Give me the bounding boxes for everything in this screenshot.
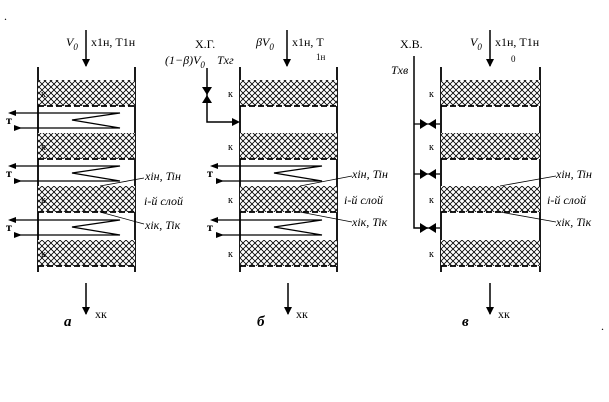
catalyst-bed: к [38,186,135,213]
catalyst-bed: к [228,133,337,160]
cold-gas-label: Х.Г. [195,37,215,51]
catalyst-bed: к [38,133,135,160]
catalyst-bed: к [38,240,135,267]
svg-text:к: к [429,142,434,153]
valve-icon [414,169,440,179]
outlet-label: xк [296,307,308,321]
layer-outlet-label: xiк, Tiк [555,215,592,229]
svg-text:к: к [41,89,46,100]
corner-dot-left: . [4,9,7,23]
panel-letter: б [257,314,265,330]
corner-dot-right: . [601,319,604,333]
valve-icon [414,119,440,129]
catalyst-bed: к [429,133,540,160]
valve-icon [202,87,212,103]
inlet-composition-label: x1н, T1н [495,35,540,49]
leader-line [299,211,353,223]
panel-b: Х.Г. (1−β)V0 Tхг βV0 x1н, T 1н к к [165,30,388,330]
bypass-temperature-label: Tхг [217,53,234,67]
heat-exchanger: т [6,217,121,238]
layer-inlet-label: xiн, Tiн [144,169,181,183]
svg-text:к: к [429,249,434,260]
outlet-label: xк [498,307,510,321]
svg-text:т: т [6,113,12,127]
inlet-composition-label: x1н, T [292,35,324,49]
bypass-arrow [232,118,240,126]
svg-text:т: т [6,220,12,234]
svg-text:к: к [41,142,46,153]
layer-outlet-label: xiк, Tiк [351,215,388,229]
svg-text:к: к [41,195,46,206]
catalyst-bed: к [228,80,337,107]
catalyst-bed: к [429,240,540,267]
bypass-flow-label: (1−β)V0 [165,53,205,70]
leader-line [99,211,145,225]
svg-text:к: к [429,195,434,206]
inlet-flow-label: βV0 [255,35,274,52]
cold-water-pipe [413,56,428,229]
svg-text:к: к [429,89,434,100]
inlet-temperature-subscript: 1н [316,52,326,62]
layer-outlet-label: xiк, Tiк [144,218,181,232]
valve-icon [420,223,440,233]
leader-line [499,211,557,223]
layer-name-label: i-й слой [547,193,586,207]
catalyst-bed: к [429,80,540,107]
svg-text:т: т [207,220,213,234]
panel-letter: в [462,314,469,330]
outlet-label: xк [95,307,107,321]
heat-exchanger: т [207,217,323,238]
panel-a: V0 x1н, T1н к к к к [6,30,183,330]
leader-line [99,177,145,187]
inlet-flow-label: V0 [66,35,78,52]
inlet-flow-label: V0 [470,35,482,52]
svg-text:к: к [228,249,233,260]
heat-exchanger: т [207,163,323,184]
bypass-pipe [206,68,236,123]
heat-exchanger: т [6,163,121,184]
layer-inlet-label: xiн, Tiн [555,167,592,181]
cold-water-label: Х.В. [400,37,423,51]
svg-text:к: к [228,195,233,206]
panel-letter: а [64,314,72,330]
layer-name-label: i-й слой [344,193,383,207]
catalyst-bed: к [429,186,540,213]
layer-inlet-label: xiн, Tiн [351,167,388,181]
svg-text:к: к [41,249,46,260]
inlet-subscript: 0 [511,54,516,64]
water-temperature-label: Tхв [391,63,408,77]
svg-text:т: т [6,166,12,180]
catalyst-bed: к [228,186,337,213]
leader-line [499,175,557,187]
leader-line [299,175,353,187]
svg-text:т: т [207,166,213,180]
layer-name-label: i-й слой [144,194,183,208]
svg-text:к: к [228,142,233,153]
heat-exchanger: т [6,110,121,131]
svg-text:к: к [228,89,233,100]
panel-c: Х.В. Tхв V0 x1н, T1н 0 [391,30,592,330]
catalyst-bed: к [38,80,135,107]
inlet-composition-label: x1н, T1н [91,35,136,49]
catalyst-bed: к [228,240,337,267]
